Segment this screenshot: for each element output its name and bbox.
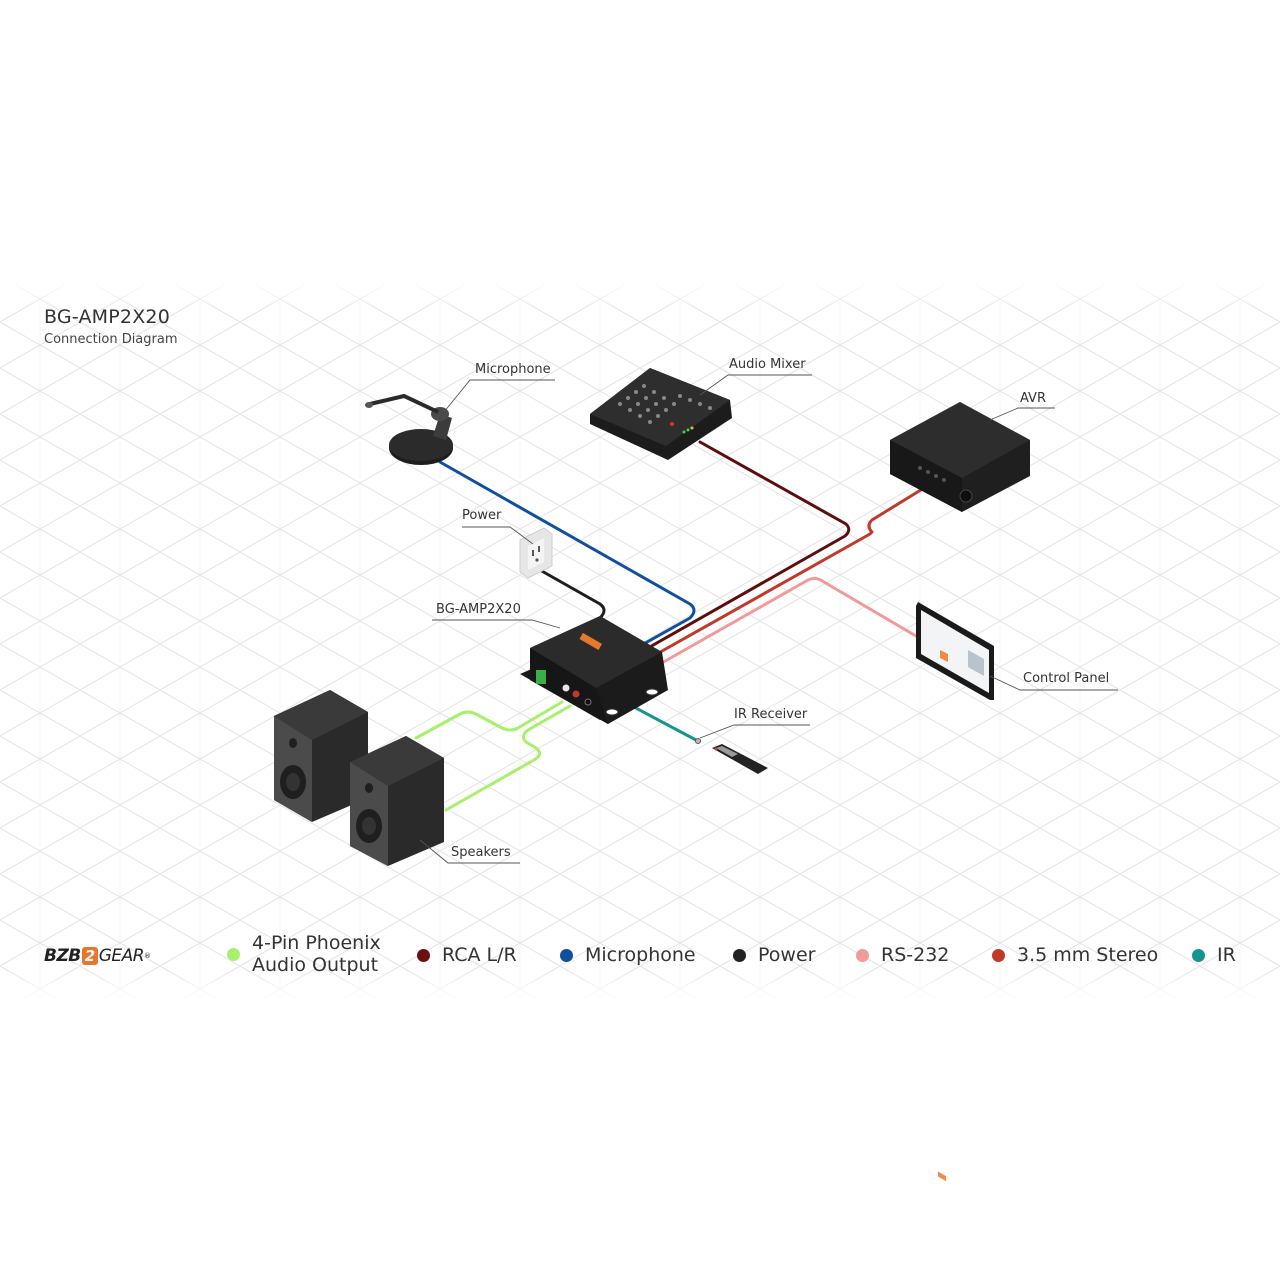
legend-item-stereo: 3.5 mm Stereo — [992, 944, 1158, 966]
legend-item-microphone: Microphone — [560, 944, 696, 966]
cable-rs232 — [658, 576, 918, 666]
legend-label-line2: Audio Output — [252, 954, 379, 976]
brand-prefix: BZB — [44, 946, 81, 966]
label-microphone: Microphone — [475, 362, 551, 377]
legend-dot-rs232 — [856, 948, 869, 962]
cable-ir — [630, 704, 698, 742]
cable-phoenix-right — [444, 704, 572, 812]
label-ir-receiver: IR Receiver — [734, 707, 808, 722]
legend-item-phoenix: 4-Pin Phoenix Audio Output — [227, 932, 381, 976]
page-subtitle: Connection Diagram — [44, 332, 178, 347]
brand-logo: BZB 2 GEAR ® — [44, 946, 151, 966]
legend-label: RS-232 — [881, 944, 950, 966]
legend-text-phoenix: 4-Pin Phoenix Audio Output — [252, 932, 381, 976]
cable-microphone — [438, 460, 696, 648]
legend-label: IR — [1217, 944, 1236, 966]
page-title: BG-AMP2X20 — [44, 306, 170, 328]
amplifier-device[interactable] — [520, 616, 668, 724]
leader-lines — [419, 374, 1118, 864]
control-panel-device[interactable] — [916, 602, 994, 1182]
legend-label-line1: 4-Pin Phoenix — [252, 932, 381, 954]
cable-phoenix-left — [414, 700, 564, 740]
label-control-panel: Control Panel — [1023, 671, 1110, 686]
legend-item-power: Power — [733, 944, 815, 966]
legend-label: RCA L/R — [442, 944, 517, 966]
audio-mixer-device[interactable] — [590, 368, 732, 460]
legend-dot-power — [733, 948, 746, 962]
label-amplifier: BG-AMP2X20 — [436, 602, 521, 617]
legend-dot-phoenix — [227, 947, 240, 961]
label-power: Power — [462, 508, 502, 523]
avr-device[interactable] — [890, 402, 1030, 512]
legend-dot-ir — [1192, 948, 1205, 962]
speaker-right[interactable] — [350, 736, 444, 866]
legend-item-rca: RCA L/R — [417, 944, 517, 966]
label-avr: AVR — [1020, 391, 1046, 406]
microphone-device[interactable] — [365, 393, 453, 465]
legend-item-ir: IR — [1192, 944, 1236, 966]
legend-item-rs232: RS-232 — [856, 944, 949, 966]
cable-rca — [646, 440, 851, 650]
label-audio-mixer: Audio Mixer — [729, 357, 806, 372]
legend: 4-Pin Phoenix Audio Output RCA L/R Micro… — [0, 930, 1280, 980]
ir-receiver-device[interactable] — [695, 738, 769, 775]
speaker-left[interactable] — [274, 690, 368, 822]
legend-label: Microphone — [585, 944, 696, 966]
legend-dot-microphone — [560, 948, 573, 962]
legend-dot-rca — [417, 948, 430, 962]
brand-suffix: GEAR — [98, 946, 145, 966]
brand-registered: ® — [144, 952, 151, 960]
legend-label: 3.5 mm Stereo — [1017, 944, 1159, 966]
brand-mark: 2 — [81, 947, 98, 965]
cable-stereo — [653, 486, 926, 657]
legend-label: Power — [758, 944, 816, 966]
label-speakers: Speakers — [451, 845, 511, 860]
legend-dot-stereo — [992, 948, 1005, 962]
